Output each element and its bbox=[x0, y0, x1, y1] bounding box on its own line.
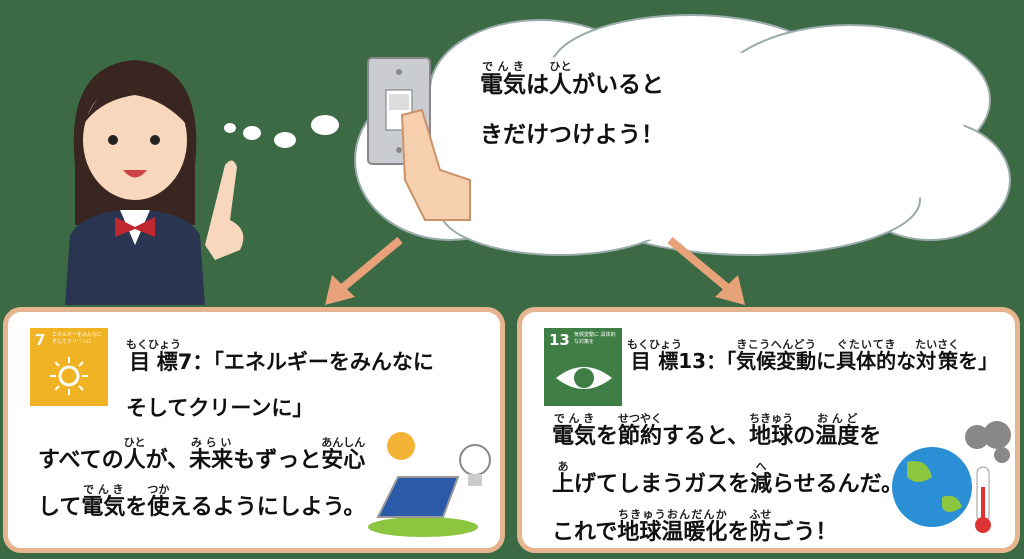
furigana: ふせ bbox=[749, 508, 772, 521]
furigana: たいさく bbox=[915, 338, 960, 351]
furigana-word: 温度おんど bbox=[815, 412, 860, 449]
furigana-word: 地球ちきゅう bbox=[749, 412, 794, 449]
furigana-word: 目標もくひょう bbox=[126, 338, 181, 374]
furigana-word: 対策たいさく bbox=[915, 338, 960, 373]
text-segment: すると、 bbox=[662, 424, 750, 449]
text-segment: きだけつけよう！ bbox=[480, 122, 664, 148]
solar-panel-lightbulb-illustration bbox=[368, 432, 491, 537]
furigana-word: 防ふせ bbox=[749, 508, 772, 545]
text-line: すべての人ひとが、未来みらいもずっと安心あんしん bbox=[38, 436, 365, 483]
text-segment: えるようにしよう。 bbox=[169, 495, 366, 520]
text-line: 電気でんきは人ひとがいると bbox=[480, 60, 664, 110]
pointing-hand-icon bbox=[400, 108, 471, 221]
thought-cloud bbox=[354, 14, 1011, 256]
furigana: みらい bbox=[189, 436, 234, 449]
furigana: あんしん bbox=[321, 436, 366, 449]
furigana-word: 未来みらい bbox=[189, 436, 234, 473]
text-line: そしてクリーンに」 bbox=[126, 385, 434, 431]
student-girl-illustration bbox=[65, 60, 244, 305]
sdg7-caption: エネルギーをみんなに そしてクリーンに bbox=[52, 332, 103, 345]
text-segment: そしてクリーンに」 bbox=[126, 396, 314, 420]
goal7-card: 7 エネルギーをみんなに そしてクリーンに 目標もくひょう7：「エネルギーをみん… bbox=[3, 307, 505, 553]
bubble-message: 電気でんきは人ひとがいるときだけつけよう！ bbox=[480, 60, 664, 160]
text-segment: な bbox=[896, 349, 917, 373]
furigana: せつやく bbox=[618, 412, 663, 425]
text-line: 目標もくひょう13：「気候変動きこうへんどうに具体的ぐたいてきな対策たいさくを」 bbox=[627, 338, 998, 384]
text-segment: すべての bbox=[38, 448, 124, 473]
text-segment: して bbox=[38, 495, 82, 520]
furigana-word: 上あ bbox=[552, 460, 575, 497]
text-segment: に bbox=[816, 349, 837, 373]
arrow-to-goal13 bbox=[667, 236, 745, 305]
furigana: ひと bbox=[549, 60, 572, 73]
furigana-word: 電気でんき bbox=[552, 412, 597, 449]
text-segment: が、 bbox=[145, 448, 190, 473]
text-segment: を bbox=[727, 520, 750, 545]
furigana: つか bbox=[147, 483, 170, 496]
furigana-word: 減へ bbox=[750, 460, 773, 497]
text-segment: げてしまうガスを bbox=[574, 472, 751, 497]
thought-bubbles bbox=[224, 115, 339, 148]
text-line: 上あげてしまうガスを減へらせるんだ。 bbox=[552, 460, 903, 508]
text-segment: を bbox=[125, 495, 148, 520]
sdg13-caption: 気候変動に 具体的な対策を bbox=[574, 332, 616, 345]
text-line: 電気でんきを節約せつやくすると、地球ちきゅうの温度おんどを bbox=[552, 412, 903, 460]
furigana-word: 人ひと bbox=[123, 436, 146, 473]
furigana-word: 目標もくひょう bbox=[627, 338, 682, 373]
goal7-title: 目標もくひょう7：「エネルギーをみんなにそしてクリーンに」 bbox=[126, 338, 434, 431]
furigana: ひと bbox=[123, 436, 146, 449]
furigana: ちきゅうおんだんか bbox=[617, 508, 728, 521]
text-segment: 7：「エネルギーをみんなに bbox=[177, 350, 434, 374]
text-segment: は bbox=[526, 72, 549, 98]
furigana-word: 気候変動きこうへんどう bbox=[736, 338, 817, 373]
furigana-word: 地球温暖化ちきゅうおんだんか bbox=[617, 508, 728, 545]
text-segment: の bbox=[793, 424, 816, 449]
goal13-card: 13 気候変動に 具体的な対策を 目標もくひょう13：「気候変動きこうへんどうに… bbox=[517, 307, 1020, 553]
furigana: ちきゅう bbox=[749, 412, 794, 425]
text-segment: ごう！ bbox=[771, 520, 838, 545]
furigana: でんき bbox=[480, 60, 526, 73]
furigana-word: 人ひと bbox=[549, 60, 572, 98]
eye-earth-icon bbox=[556, 367, 612, 389]
furigana: きこうへんどう bbox=[736, 338, 817, 351]
furigana: もくひょう bbox=[126, 338, 181, 351]
furigana: ぐたいてき bbox=[836, 338, 897, 351]
text-segment: らせるんだ。 bbox=[772, 472, 903, 497]
text-line: これで地球温暖化ちきゅうおんだんかを防ふせごう！ bbox=[552, 508, 903, 556]
sdg13-icon: 13 気候変動に 具体的な対策を bbox=[544, 328, 622, 406]
furigana: でんき bbox=[552, 412, 596, 425]
text-segment: を bbox=[596, 424, 619, 449]
goal13-title: 目標もくひょう13：「気候変動きこうへんどうに具体的ぐたいてきな対策たいさくを」 bbox=[627, 338, 998, 384]
furigana-word: 具体的ぐたいてき bbox=[836, 338, 897, 373]
text-line: きだけつけよう！ bbox=[480, 110, 664, 160]
furigana-word: 電気でんき bbox=[81, 483, 126, 520]
furigana: おんど bbox=[815, 412, 860, 425]
furigana-word: 節約せつやく bbox=[618, 412, 663, 449]
text-segment: 13：「 bbox=[678, 349, 737, 373]
earth-thermometer-illustration bbox=[892, 421, 1011, 533]
sun-power-icon bbox=[50, 357, 88, 395]
goal13-description: 電気でんきを節約せつやくすると、地球ちきゅうの温度おんどを上あげてしまうガスを減… bbox=[552, 412, 903, 556]
arrow-to-goal7 bbox=[325, 236, 403, 305]
furigana: もくひょう bbox=[627, 338, 682, 351]
sdg13-number: 13 bbox=[549, 331, 570, 349]
furigana-word: 電気でんき bbox=[480, 60, 526, 98]
furigana: へ bbox=[750, 460, 773, 473]
text-line: 目標もくひょう7：「エネルギーをみんなに bbox=[126, 338, 434, 385]
furigana-word: 使つか bbox=[147, 483, 170, 520]
sdg7-icon: 7 エネルギーをみんなに そしてクリーンに bbox=[30, 328, 108, 406]
furigana: でんき bbox=[81, 483, 126, 496]
text-segment: を」 bbox=[958, 349, 999, 373]
furigana-word: 安心あんしん bbox=[321, 436, 366, 473]
sdg7-number: 7 bbox=[35, 331, 46, 349]
text-segment: を bbox=[859, 424, 882, 449]
text-line: して電気でんきを使つかえるようにしよう。 bbox=[38, 483, 365, 530]
furigana: あ bbox=[552, 460, 574, 473]
text-segment: もずっと bbox=[233, 448, 322, 473]
text-segment: がいると bbox=[572, 72, 664, 98]
text-segment: これで bbox=[552, 520, 618, 545]
goal7-description: すべての人ひとが、未来みらいもずっと安心あんしんして電気でんきを使つかえるように… bbox=[38, 436, 365, 530]
